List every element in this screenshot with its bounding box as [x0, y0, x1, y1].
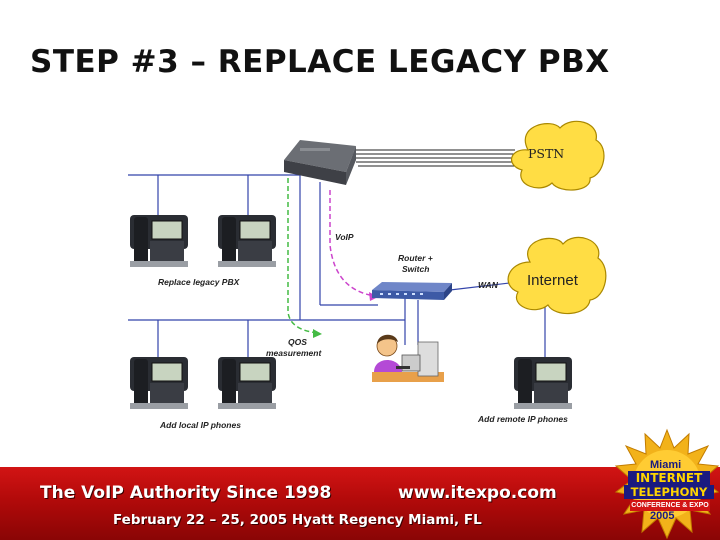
computer-user-icon [372, 334, 444, 382]
wan-label: WAN [478, 280, 498, 290]
internet-cloud-icon [507, 236, 607, 314]
footer-banner: The VoIP Authority Since 1998 www.itexpo… [0, 467, 720, 540]
qos-arrowhead [313, 329, 322, 338]
ip-phone-icon [130, 357, 188, 409]
logo-year: 2005 [650, 510, 675, 522]
add-remote-ip-phones-label: Add remote IP phones [478, 414, 568, 424]
ip-phone-icon [130, 215, 188, 267]
replace-legacy-pbx-label: Replace legacy PBX [158, 277, 240, 287]
router-switch-label-line1: Router + [398, 253, 433, 263]
logo-word-conference: CONFERENCE & EXPO [630, 500, 710, 511]
slide-title: STEP #3 – REPLACE LEGACY PBX [30, 44, 610, 80]
logo-word-internet: INTERNET [628, 471, 710, 485]
router-switch-icon [372, 282, 452, 300]
voip-path [329, 190, 376, 297]
network-diagram [128, 120, 607, 409]
banner-url[interactable]: www.itexpo.com [398, 483, 557, 503]
logo-word-telephony: TELEPHONY [624, 485, 714, 499]
ip-phone-icon [218, 357, 276, 409]
wan-line [449, 281, 519, 291]
qos-label-line1: QOS [288, 337, 307, 347]
qos-label-line2: measurement [266, 348, 322, 358]
pstn-cloud-icon [511, 120, 605, 191]
ip-phone-icon [218, 215, 276, 267]
add-local-ip-phones-label: Add local IP phones [160, 420, 241, 430]
banner-event-details: February 22 – 25, 2005 Hyatt Regency Mia… [113, 512, 482, 528]
legacy-pbx-icon [284, 140, 356, 185]
pstn-label: PSTN [528, 146, 565, 161]
internet-label: Internet [527, 272, 578, 289]
banner-tagline: The VoIP Authority Since 1998 [40, 483, 332, 503]
pstn-trunk-lines [350, 149, 515, 167]
ip-phone-icon [514, 357, 572, 409]
logo-city: Miami [650, 459, 682, 471]
router-switch-label-line2: Switch [402, 264, 430, 274]
qos-path [287, 178, 319, 334]
voip-label: VoIP [335, 232, 354, 242]
